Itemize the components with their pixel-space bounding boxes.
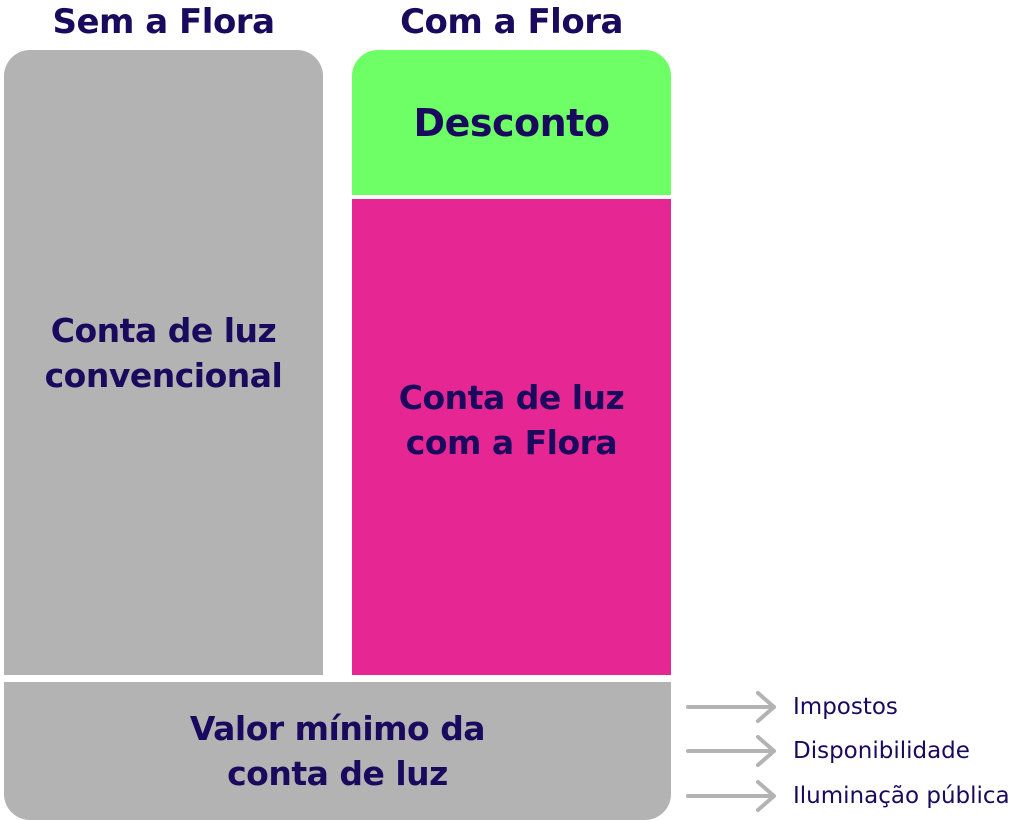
component-label: Disponibilidade xyxy=(793,738,970,764)
minimum-bill-label-line2: conta de luz xyxy=(227,754,448,793)
minimum-bill-label-line1: Valor mínimo da xyxy=(189,709,486,748)
component-item-iluminacao-publica: Iluminação pública xyxy=(686,779,1010,813)
component-item-disponibilidade: Disponibilidade xyxy=(686,734,970,768)
component-item-impostos: Impostos xyxy=(686,690,898,724)
arrow-right-icon xyxy=(686,780,776,812)
discount-label: Desconto xyxy=(413,100,610,145)
minimum-bill-block: Valor mínimo da conta de luz xyxy=(4,682,671,820)
component-label: Iluminação pública xyxy=(793,783,1010,809)
arrow-right-icon xyxy=(686,691,776,723)
conventional-bill-block: Conta de luz convencional xyxy=(4,50,323,675)
conventional-bill-label-line2: convencional xyxy=(44,355,283,395)
flora-bill-block: Conta de luz com a Flora xyxy=(352,199,671,675)
conventional-bill-label-line1: Conta de luz xyxy=(50,310,277,350)
component-label: Impostos xyxy=(793,694,898,720)
column-title-with-flora: Com a Flora xyxy=(400,2,623,42)
flora-bill-label-line2: com a Flora xyxy=(405,422,618,462)
column-title-without-flora: Sem a Flora xyxy=(52,2,275,42)
discount-block: Desconto xyxy=(352,50,671,195)
flora-bill-label-line1: Conta de luz xyxy=(398,377,625,417)
arrow-right-icon xyxy=(686,735,776,767)
